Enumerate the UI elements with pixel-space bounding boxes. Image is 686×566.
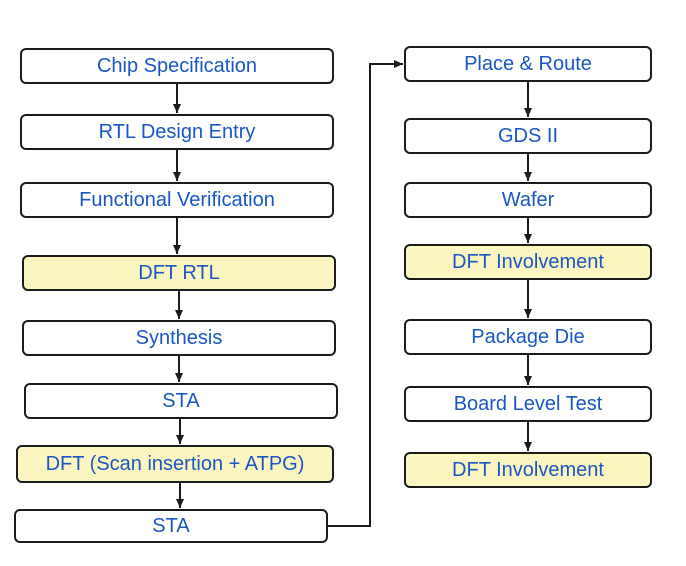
box-place-and-route: Place & Route (404, 46, 652, 82)
box-chip-specification: Chip Specification (20, 48, 334, 84)
box-wafer: Wafer (404, 182, 652, 218)
box-synthesis: Synthesis (22, 320, 336, 356)
box-package-die: Package Die (404, 319, 652, 355)
box-rtl-design-entry: RTL Design Entry (20, 114, 334, 150)
box-sta-1: STA (24, 383, 338, 419)
connector-arrow-crossover (328, 60, 403, 527)
box-dft-involvement-1: DFT Involvement (404, 244, 652, 280)
box-dft-scan-insertion-atpg: DFT (Scan insertion + ATPG) (16, 445, 334, 483)
box-sta-2: STA (14, 509, 328, 543)
box-board-level-test: Board Level Test (404, 386, 652, 422)
box-dft-rtl: DFT RTL (22, 255, 336, 291)
box-functional-verification: Functional Verification (20, 182, 334, 218)
box-dft-involvement-2: DFT Involvement (404, 452, 652, 488)
box-gds-ii: GDS II (404, 118, 652, 154)
